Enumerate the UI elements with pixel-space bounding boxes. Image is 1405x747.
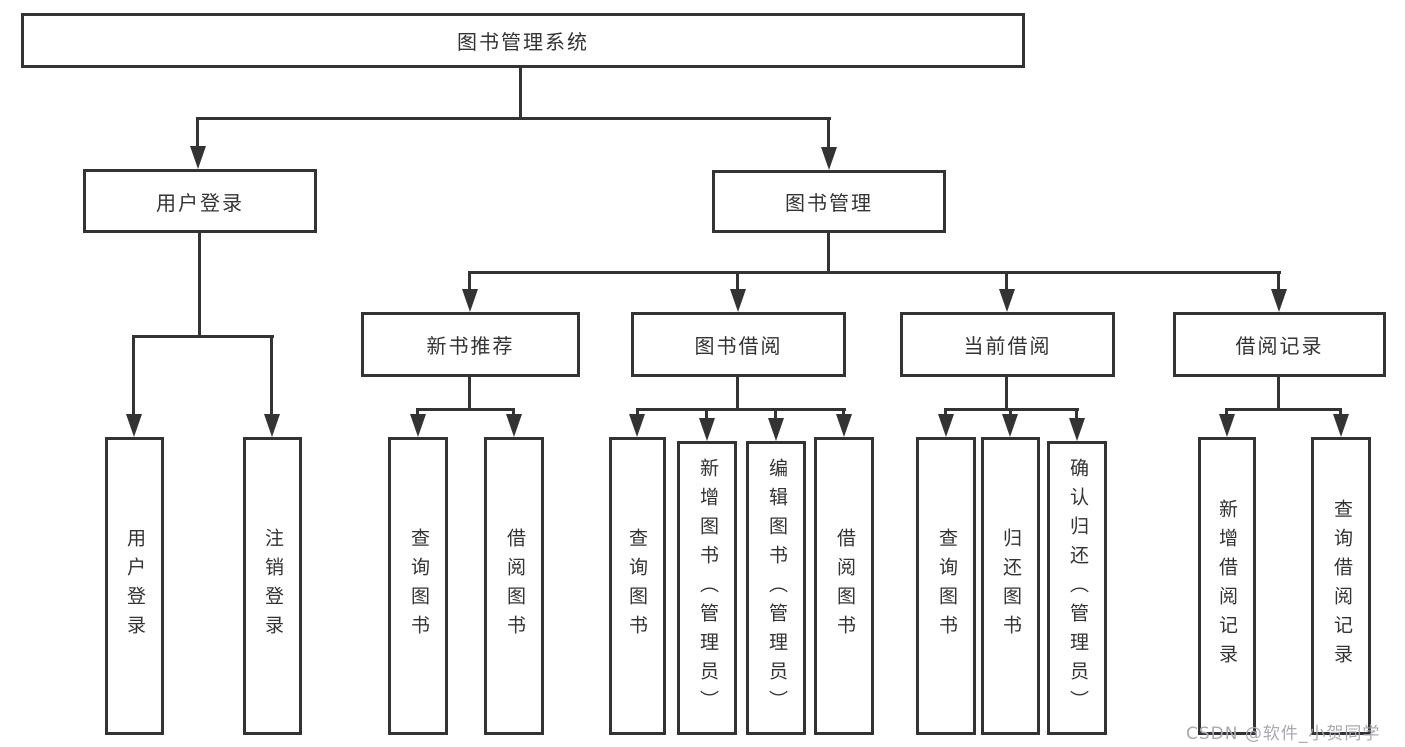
arrowhead-book-borrow	[730, 289, 746, 312]
leaf-confirm-return-admin: 确认归还（管理员）	[1047, 441, 1107, 735]
connector-user-login-splitter	[132, 335, 274, 338]
connector-borrow-records-stem	[1277, 377, 1280, 410]
connector-drop-query-record	[1339, 408, 1342, 417]
node-user-login-branch: 用户登录	[83, 169, 317, 233]
connector-drop-borrow-records	[1277, 271, 1280, 291]
arrowhead-borrow-book-1	[506, 414, 522, 437]
connector-book-mgmt-splitter	[468, 271, 1281, 274]
node-root: 图书管理系统	[21, 13, 1025, 68]
watermark: CSDN @软件_小贺同学	[1186, 724, 1381, 744]
connector-book-borrow-splitter	[636, 408, 846, 411]
leaf-query-book-1: 查询图书	[388, 437, 448, 735]
leaf-query-borrow-record: 查询借阅记录	[1311, 437, 1371, 735]
connector-drop-add-book	[705, 408, 708, 418]
connector-drop-query-book-1	[416, 408, 419, 417]
node-book-borrowing: 图书借阅	[631, 312, 846, 377]
leaf-add-borrow-record: 新增借阅记录	[1198, 437, 1256, 735]
connector-root-stem	[519, 68, 522, 119]
arrowhead-confirm-return	[1069, 418, 1085, 441]
connector-new-book-stem	[468, 377, 471, 410]
leaf-borrow-book-2: 借阅图书	[814, 437, 874, 735]
arrowhead-borrow-records	[1271, 289, 1287, 312]
leaf-logout: 注销登录	[243, 437, 302, 735]
connector-drop-new-book	[468, 271, 471, 291]
connector-book-borrow-stem	[736, 377, 739, 410]
connector-drop-leaf-user-login	[132, 335, 135, 416]
arrowhead-book-mgmt	[821, 147, 837, 170]
arrowhead-query-record	[1333, 414, 1349, 437]
arrowhead-user-login	[190, 146, 206, 169]
connector-drop-return-book	[1009, 408, 1012, 417]
leaf-add-book-admin: 新增图书（管理员）	[677, 441, 737, 735]
connector-drop-edit-book	[774, 408, 777, 418]
arrowhead-current-borrow	[999, 289, 1015, 312]
node-borrowing-records: 借阅记录	[1173, 312, 1386, 377]
arrowhead-query-book-2	[629, 414, 645, 437]
leaf-edit-book-admin: 编辑图书（管理员）	[746, 441, 806, 735]
arrowhead-return-book	[1002, 414, 1018, 437]
connector-borrow-records-splitter	[1225, 408, 1342, 411]
arrowhead-new-book	[462, 289, 478, 312]
connector-drop-query-book-2	[636, 408, 639, 417]
leaf-query-book-2: 查询图书	[609, 437, 666, 735]
arrowhead-query-book-3	[938, 414, 954, 437]
leaf-borrow-book-1: 借阅图书	[484, 437, 544, 735]
connector-current-borrow-stem	[1005, 377, 1008, 410]
node-new-book-recommend: 新书推荐	[361, 312, 580, 377]
connector-drop-query-book-3	[944, 408, 947, 417]
arrowhead-borrow-book-2	[836, 414, 852, 437]
connector-drop-leaf-logout	[270, 335, 273, 416]
leaf-query-book-3: 查询图书	[916, 437, 976, 735]
connector-root-splitter	[196, 117, 831, 120]
connector-drop-borrow-book-1	[512, 408, 515, 417]
connector-new-book-splitter	[416, 408, 515, 411]
node-book-management: 图书管理	[712, 170, 946, 233]
arrowhead-query-book-1	[410, 414, 426, 437]
connector-drop-current-borrow	[1005, 271, 1008, 291]
connector-drop-add-record	[1225, 408, 1228, 417]
connector-book-mgmt-stem	[827, 233, 830, 274]
arrowhead-leaf-user-login	[126, 414, 142, 437]
connector-drop-book-borrow	[736, 271, 739, 291]
connector-drop-borrow-book-2	[842, 408, 845, 417]
connector-drop-book-mgmt	[827, 117, 830, 148]
arrowhead-edit-book	[768, 418, 784, 441]
arrowhead-add-book	[699, 418, 715, 441]
arrowhead-add-record	[1219, 414, 1235, 437]
arrowhead-leaf-logout	[264, 414, 280, 437]
node-current-borrowing: 当前借阅	[900, 312, 1115, 377]
connector-drop-confirm-return	[1075, 408, 1078, 418]
connector-user-login-stem	[198, 233, 201, 337]
leaf-return-book: 归还图书	[981, 437, 1040, 735]
leaf-user-login: 用户登录	[105, 437, 164, 735]
connector-drop-user-login	[196, 117, 199, 148]
